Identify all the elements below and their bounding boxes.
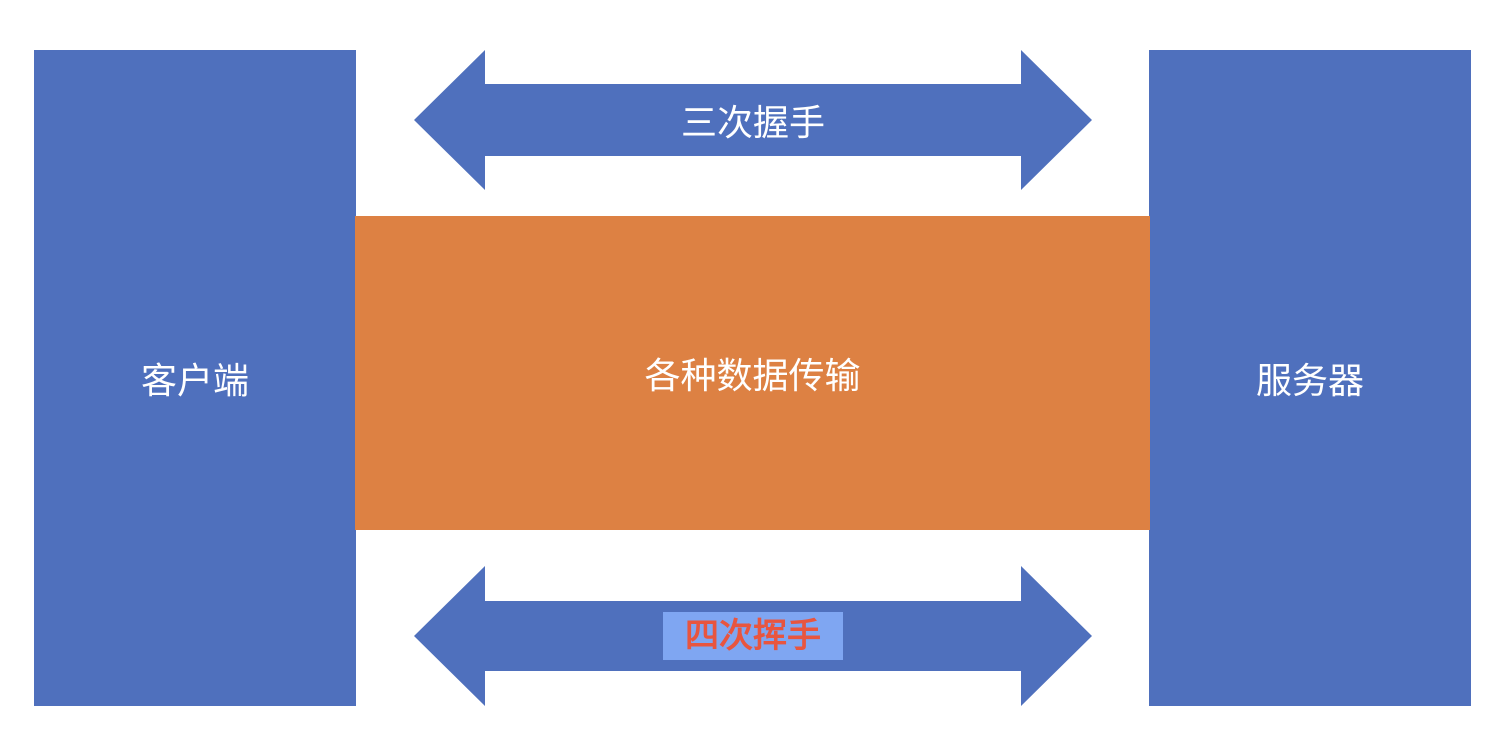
server-label: 服务器 bbox=[1255, 361, 1364, 402]
client-box: 客户端 bbox=[34, 50, 356, 706]
wave-label: 四次挥手 bbox=[663, 612, 843, 660]
handshake-label: 三次握手 bbox=[680, 103, 825, 144]
wave-label-wrap: 四次挥手 bbox=[485, 601, 1021, 671]
server-box: 服务器 bbox=[1149, 50, 1471, 706]
client-label: 客户端 bbox=[140, 361, 249, 402]
handshake-arrow-shape bbox=[414, 50, 1092, 190]
data-transfer-label: 各种数据传输 bbox=[644, 356, 861, 397]
handshake-label-wrap: 三次握手 bbox=[485, 84, 1021, 156]
data-transfer-box: 各种数据传输 bbox=[355, 216, 1150, 530]
